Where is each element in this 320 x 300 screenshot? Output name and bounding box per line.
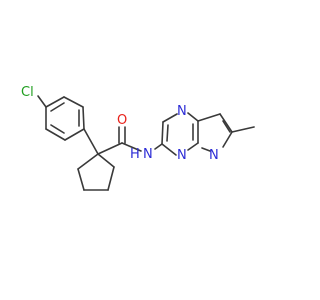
bond — [77, 153, 99, 170]
bond — [187, 142, 199, 151]
amide-hydrogen-label: H — [130, 147, 140, 162]
bond — [222, 120, 231, 133]
amide-nitrogen-label: N — [143, 147, 153, 162]
bond — [63, 96, 84, 108]
bond — [219, 113, 233, 133]
bond — [154, 143, 163, 150]
chlorine-atom-label: Cl — [21, 85, 34, 100]
bond — [77, 168, 85, 191]
bond — [97, 142, 123, 155]
bond — [231, 126, 255, 133]
bond — [197, 113, 221, 122]
oxygen-atom-label: O — [117, 113, 127, 128]
pyrimidine-nitrogen-label: N — [177, 104, 187, 119]
bond — [50, 124, 65, 134]
bond — [97, 153, 115, 168]
bond — [161, 121, 164, 145]
bond — [121, 142, 142, 152]
bond — [107, 166, 115, 191]
bond — [162, 113, 178, 123]
molecule-canvas: Cl O N H N N N — [21, 85, 255, 191]
bond — [45, 96, 65, 108]
bridgehead-nitrogen-label: N — [177, 148, 187, 163]
bond — [64, 128, 85, 141]
atom-label-layer: Cl O N H N N N — [21, 85, 219, 163]
bond — [50, 102, 65, 112]
bond — [187, 112, 199, 122]
bond-layer — [37, 95, 255, 191]
bond — [161, 143, 177, 156]
pyrazole-nitrogen-label: N — [209, 148, 219, 163]
bond — [82, 106, 85, 130]
bond — [37, 95, 47, 108]
molecule-structure: Cl O N H N N N — [21, 85, 255, 191]
bond — [166, 124, 169, 142]
bond — [222, 131, 233, 148]
bond — [83, 128, 99, 155]
bond — [45, 128, 66, 141]
bond — [201, 147, 211, 152]
